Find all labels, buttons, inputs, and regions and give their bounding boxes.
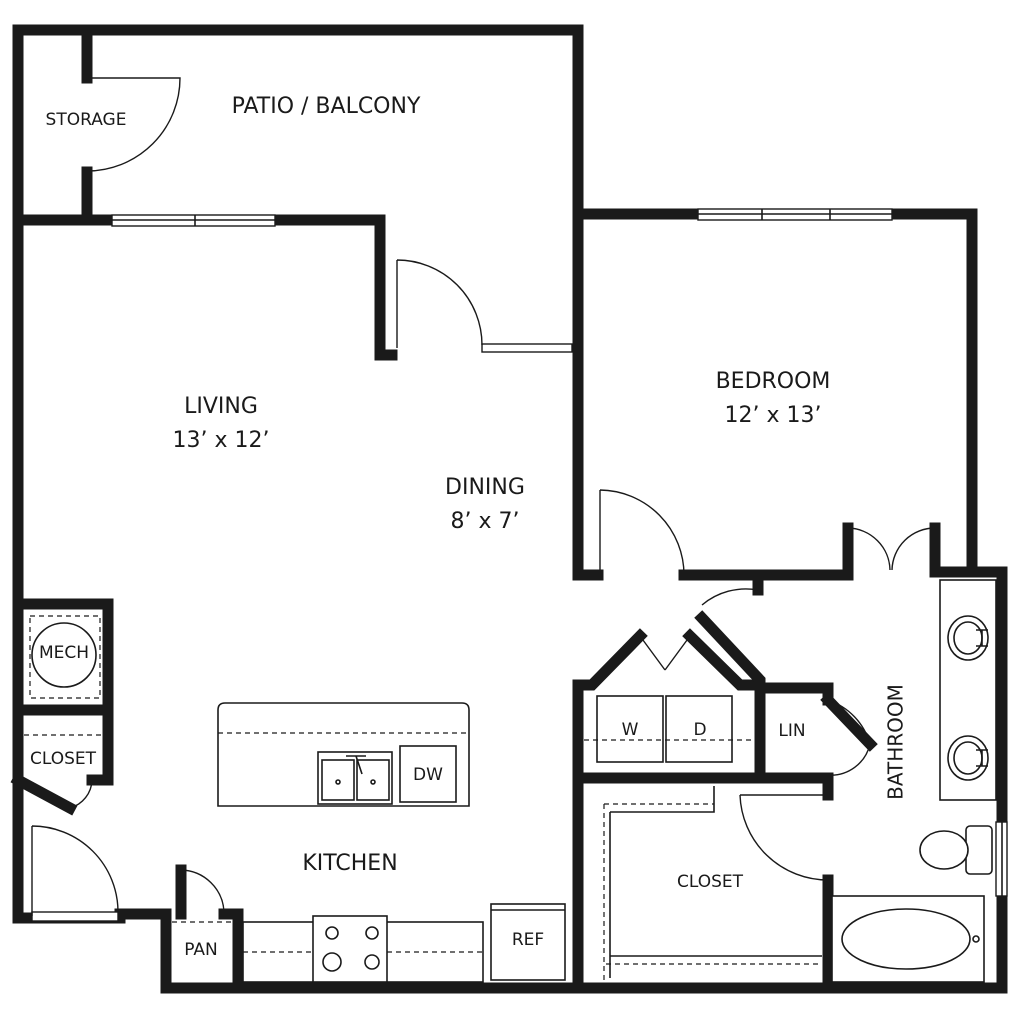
- wall-laundry-top: [572, 628, 648, 691]
- label-refrigerator: REF: [512, 930, 544, 950]
- door-patio: [396, 259, 483, 348]
- door-pantry: [180, 869, 225, 913]
- label-bathroom: BATHROOM: [884, 684, 908, 800]
- wall-mech: [12, 598, 114, 786]
- doors: [31, 77, 936, 916]
- faucet-icon-bottom: [976, 749, 988, 767]
- door-linen: [827, 699, 871, 776]
- burner-icon-3: [322, 952, 342, 972]
- wall-outer-top: [12, 24, 584, 356]
- door-closet: [739, 794, 829, 881]
- door-bath-right: [891, 527, 936, 572]
- burner-icon-4: [364, 954, 380, 970]
- wall-closet-diag: [10, 772, 78, 816]
- window-entry: [31, 911, 119, 922]
- label-dining: DINING: [445, 475, 525, 500]
- bathtub-drain: [972, 935, 980, 943]
- wall-lin-diag: [820, 692, 878, 752]
- label-bedroom-size: 12’ x 13’: [725, 403, 822, 428]
- dishwasher: [399, 745, 457, 803]
- door-laundry: [639, 635, 691, 671]
- mech-outline: [29, 615, 101, 699]
- wall-lin: [754, 682, 834, 706]
- door-bath-left: [847, 527, 891, 572]
- door-patio-slider: [481, 343, 573, 353]
- washer: [596, 695, 664, 763]
- label-patio: PATIO / BALCONY: [232, 94, 421, 119]
- door-entry: [31, 825, 119, 916]
- bathtub: [831, 895, 985, 983]
- door-hall: [701, 588, 759, 606]
- sink-drain-right: [370, 779, 376, 785]
- refrigerator: [490, 903, 566, 981]
- wall-laundry-top-right: [682, 628, 758, 691]
- door-bedroom: [599, 489, 685, 576]
- sink-basin-left: [321, 759, 355, 801]
- dryer: [665, 695, 733, 763]
- range: [312, 915, 388, 983]
- wall-pantry-right: [218, 908, 244, 994]
- closet-rod: [603, 803, 822, 980]
- label-linen: LIN: [778, 721, 805, 741]
- wall-hall-diag: [694, 610, 766, 784]
- wall-bedroom-left: [572, 344, 604, 581]
- label-pantry: PAN: [184, 940, 218, 960]
- label-bedroom: BEDROOM: [716, 369, 831, 394]
- faucet-icon-top: [976, 629, 988, 647]
- fixtures: [24, 579, 997, 983]
- label-walk-in-closet: CLOSET: [677, 872, 744, 892]
- label-living: LIVING: [184, 394, 258, 419]
- windows: [31, 208, 1008, 922]
- bathtub-basin: [841, 908, 971, 970]
- label-dishwasher: DW: [413, 765, 443, 785]
- faucet-icon: [346, 755, 366, 775]
- wall-living-top-right: [269, 214, 398, 361]
- mech-unit-icon: [31, 622, 97, 688]
- label-closet-left: CLOSET: [30, 749, 97, 769]
- toilet-bowl: [919, 830, 969, 870]
- label-mech: MECH: [39, 643, 89, 663]
- burner-icon-2: [365, 926, 379, 940]
- door-closet-left: [69, 779, 93, 809]
- label-living-size: 13’ x 12’: [173, 428, 270, 453]
- label-dining-size: 8’ x 7’: [451, 509, 520, 534]
- toilet-tank: [965, 825, 993, 875]
- label-storage: STORAGE: [46, 110, 127, 130]
- wall-laundry-bottom: [572, 772, 834, 801]
- label-washer: W: [622, 720, 639, 740]
- wall-pantry-left: [114, 908, 172, 994]
- door-storage: [86, 77, 181, 172]
- wall-bedroom-bottom: [678, 522, 854, 581]
- label-kitchen: KITCHEN: [302, 851, 397, 876]
- sink-drain-left: [335, 779, 341, 785]
- labels: STORAGE PATIO / BALCONY LIVING 13’ x 12’…: [30, 94, 908, 960]
- burner-icon-1: [325, 926, 339, 940]
- closet-shelf-outline: [609, 786, 822, 978]
- label-dryer: D: [693, 720, 706, 740]
- wall-bedroom-top-right: [886, 208, 978, 578]
